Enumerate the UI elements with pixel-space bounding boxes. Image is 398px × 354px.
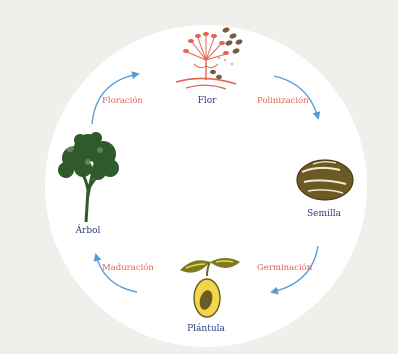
- edge-label-germinacion: Germinación: [257, 262, 313, 273]
- node-label-flor: Flor: [198, 96, 218, 106]
- edge-label-floracion: Floración: [102, 95, 143, 106]
- seed-icon: [297, 160, 353, 200]
- node-label-plantula: Plántula: [187, 323, 225, 334]
- edge-label-maduracion: Maduración: [102, 262, 154, 273]
- node-label-semilla: Semilla: [307, 209, 342, 219]
- edge-label-polinizacion: Polinización: [257, 95, 309, 106]
- node-label-arbol: Árbol: [75, 224, 101, 236]
